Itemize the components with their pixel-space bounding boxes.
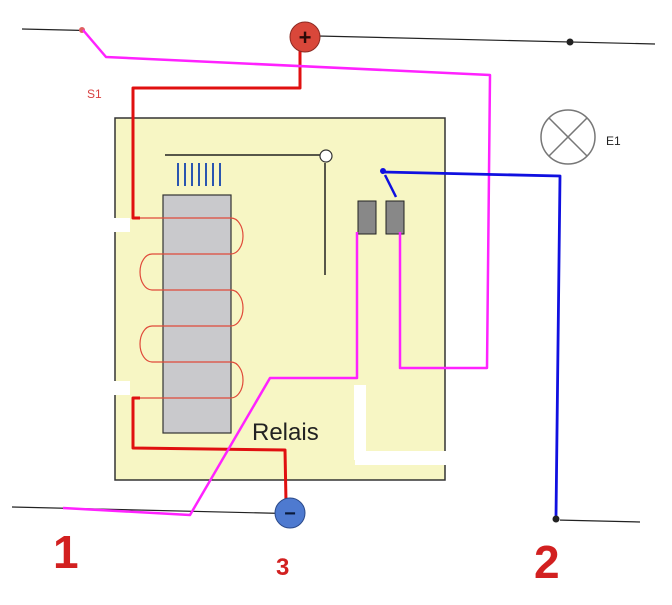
lamp-icon — [540, 109, 596, 165]
armature-springs — [177, 163, 221, 186]
relay-contact-right — [385, 200, 405, 235]
minus-terminal-icon: − — [274, 497, 306, 529]
terminal-number-1: 1 — [53, 526, 79, 578]
plus-sign: + — [299, 25, 312, 50]
white-overlay-strokes — [63, 28, 578, 521]
armature-pivot — [319, 149, 333, 163]
wire-magenta-contact — [62, 232, 359, 517]
relay-coil — [139, 217, 244, 399]
wire-red-coil-minus — [131, 396, 288, 503]
relay-label: Relais — [252, 419, 319, 446]
wire-red-coil-plus — [131, 42, 302, 220]
minus-sign: − — [284, 503, 296, 525]
wire-blue-lamp — [382, 170, 562, 517]
wire-magenta-switch — [82, 29, 492, 370]
junction-dot-bottom — [552, 515, 560, 523]
wire-blue-contact — [383, 174, 398, 198]
relay-contact-left — [357, 200, 377, 235]
plus-terminal-icon: + — [289, 21, 321, 53]
blue-junction — [380, 168, 386, 174]
lamp-label: E1 — [606, 134, 621, 148]
junction-dot-top — [566, 38, 574, 46]
terminal-number-3: 3 — [276, 554, 289, 581]
terminal-number-2: 2 — [534, 536, 560, 588]
relay-core — [162, 194, 232, 434]
switch-label: S1 — [87, 87, 102, 101]
